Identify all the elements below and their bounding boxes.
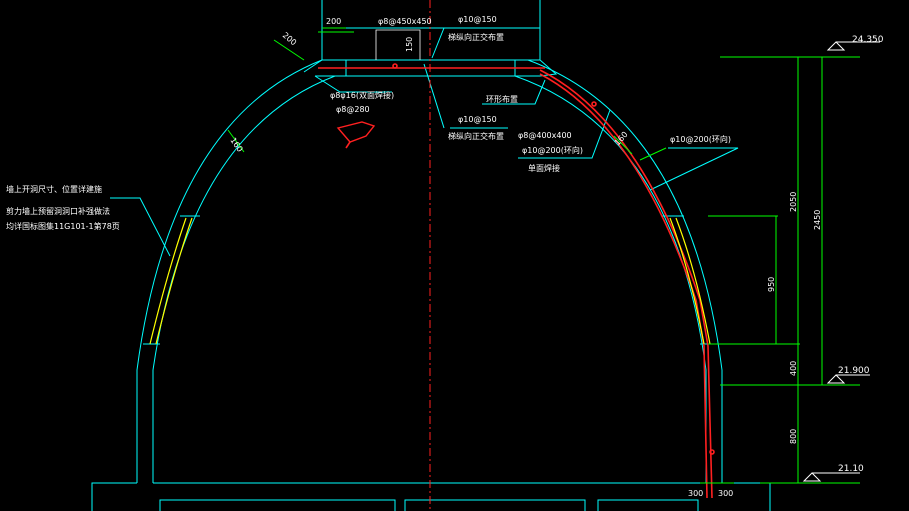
note-wall-1: 墙上开洞尺寸、位置详建施: [6, 184, 102, 194]
note-ring-layout: 环形布置: [486, 94, 518, 104]
note-mid-rebar: φ10@150: [458, 115, 497, 124]
note-top-rebar-b: φ10@150: [458, 15, 497, 24]
elevation-top: 24.350: [852, 35, 884, 45]
right-band-1: [669, 217, 705, 345]
floor-pit-2: [404, 499, 586, 511]
top-rebar-box: [375, 29, 421, 60]
dim-300-right-label: 300: [718, 489, 733, 498]
note-wall-2: 剪力墙上预留洞洞口补强做法: [6, 206, 110, 216]
note-left-rebar-a: φ8φ16(双面焊接): [330, 90, 394, 100]
elev-bottom-triangle: [802, 472, 860, 482]
leader-wall-note: [110, 197, 171, 257]
note-right-weld: 单面焊接: [528, 163, 560, 173]
note-top-rebar-a: φ8@450x450: [378, 17, 432, 26]
left-weld-symbol: [336, 121, 376, 143]
floor-pit-1: [159, 499, 396, 511]
note-right-rebar-b: φ10@200(环向): [522, 145, 583, 155]
dim-2050-label: 2050: [789, 192, 798, 212]
leader-far-right: [649, 147, 739, 191]
floor-pit-3: [597, 499, 699, 511]
note-right-rebar-a: φ8@400x400: [518, 131, 572, 140]
leader-top-150: [431, 27, 512, 59]
dim-right-160: [613, 135, 633, 155]
dim-160-left-label: 160: [228, 136, 244, 154]
leader-left-rebar: [314, 75, 392, 93]
leader-mid-diag: [423, 63, 445, 129]
dim-200-diag: [273, 39, 305, 61]
note-wall-3: 均详国标图集11G101-1第78页: [6, 221, 120, 231]
note-top-dir: 梯纵向正交布置: [448, 32, 504, 42]
elevation-mid: 21.900: [838, 366, 870, 376]
note-mid-dir: 梯纵向正交布置: [448, 131, 504, 141]
left-band-1: [149, 217, 187, 345]
elev-top-triangle: [826, 41, 880, 51]
haunch-left: [303, 59, 347, 77]
note-left-rebar-b: φ8@280: [336, 105, 370, 114]
dim-300-left-label: 300: [688, 489, 703, 498]
top-slab: [321, 27, 541, 60]
opening-reinforcement: [149, 217, 711, 345]
dim-800-label: 800: [789, 429, 798, 444]
dim-2450-label: 2450: [813, 210, 822, 230]
dim-right-160b: [639, 147, 667, 161]
left-weld-tail: [345, 141, 351, 149]
right-band-2: [675, 217, 711, 345]
rebar-dot-2: [591, 101, 597, 107]
elevation-bottom: 21.10: [838, 464, 864, 474]
rebar-dot-3: [709, 449, 715, 455]
elev-mid-triangle: [826, 374, 870, 384]
dimension-lines: [227, 27, 860, 484]
left-band-2: [155, 217, 193, 345]
arch-outline: [91, 0, 771, 511]
rebar-dot-1: [392, 63, 398, 69]
dim-400-label: 400: [789, 361, 798, 376]
elevation-markers: [802, 41, 880, 482]
rebar-right-arch: [539, 69, 713, 499]
dim-200-top-label: 200: [326, 17, 341, 26]
dim-200-diag-label: 200: [281, 31, 298, 48]
note-far-right-rebar: φ10@200(环向): [670, 134, 731, 144]
dim-left-160: [227, 129, 245, 153]
dim-150-label: 150: [405, 37, 414, 52]
leader-ring: [482, 79, 546, 105]
floor-slab: [91, 482, 771, 511]
top-rebar-bracket: [375, 29, 421, 60]
dim-950-label: 950: [767, 277, 776, 292]
